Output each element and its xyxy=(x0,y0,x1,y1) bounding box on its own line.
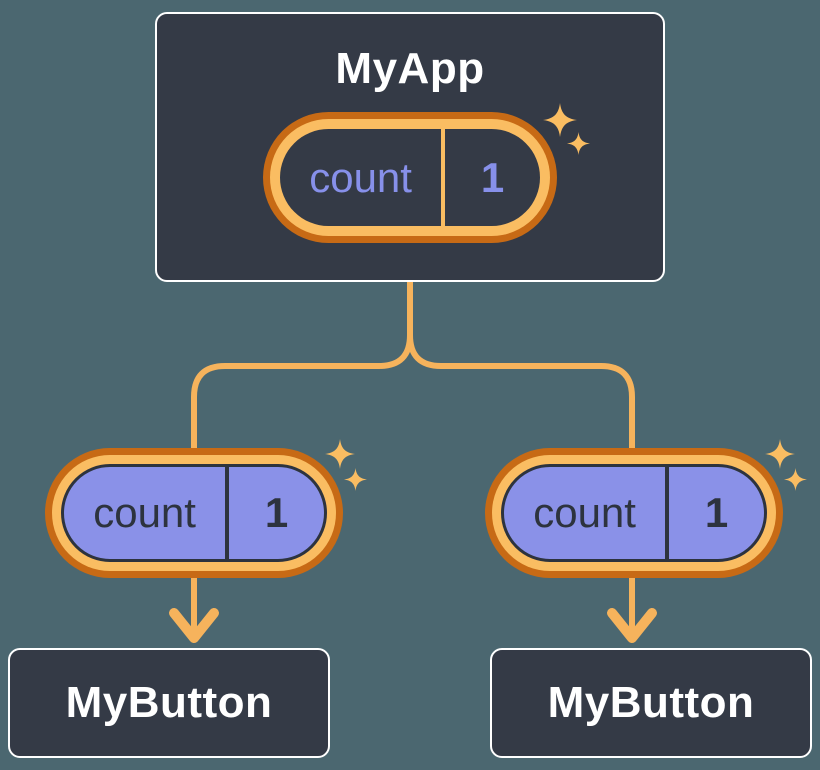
prop-pill-right-ring: count 1 xyxy=(492,455,776,571)
prop-pill-right-value: 1 xyxy=(704,489,729,536)
node-mybutton-left: MyButton xyxy=(8,648,330,758)
node-mybutton-right-title: MyButton xyxy=(547,678,755,727)
prop-pill-left-ring: count 1 xyxy=(52,455,336,571)
node-mybutton-left-title: MyButton xyxy=(65,678,273,727)
sparkle-icon xyxy=(784,468,807,491)
state-pill-label: count xyxy=(309,153,412,201)
state-pill-value: 1 xyxy=(480,153,505,201)
sparkle-icon xyxy=(765,439,795,469)
sparkle-icon xyxy=(344,468,367,491)
connector-right-branch xyxy=(407,334,635,630)
state-pill: count 1 xyxy=(263,112,557,243)
prop-pill-left-body: count 1 xyxy=(61,464,327,562)
sparkle-icon xyxy=(325,439,355,469)
sparkle-icon xyxy=(567,132,590,155)
prop-pill-right-divider xyxy=(665,467,670,559)
sparkle-icon xyxy=(543,103,577,137)
arrow-down-icon-right xyxy=(607,608,657,643)
node-mybutton-right: MyButton xyxy=(490,648,812,758)
prop-pill-right-body: count 1 xyxy=(501,464,767,562)
connector-left-branch xyxy=(191,334,413,630)
prop-pill-left-value: 1 xyxy=(264,489,289,536)
prop-pill-left-divider xyxy=(225,467,230,559)
prop-pill-right-label: count xyxy=(533,489,636,536)
prop-pill-left-label: count xyxy=(93,489,196,536)
state-pill-divider xyxy=(441,129,446,226)
prop-pill-right: count 1 xyxy=(485,448,783,578)
prop-pill-left: count 1 xyxy=(45,448,343,578)
node-myapp-title: MyApp xyxy=(335,44,485,93)
arrow-down-icon-left xyxy=(169,608,219,643)
state-pill-ring: count 1 xyxy=(270,119,550,236)
state-pill-body: count 1 xyxy=(280,129,540,226)
